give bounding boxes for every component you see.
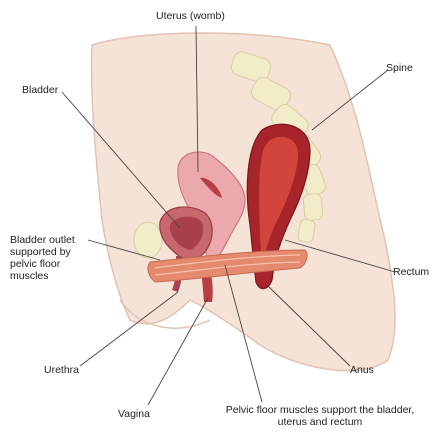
label-spine: Spine [386,62,413,74]
pubic-bone [134,222,162,258]
label-uterus: Uterus (womb) [156,10,225,22]
label-urethra: Urethra [44,364,79,376]
label-rectum: Rectum [393,266,429,278]
label-vagina: Vagina [118,408,150,420]
label-anus: Anus [350,364,374,376]
label-bladder: Bladder [22,84,58,96]
label-bladder-outlet: Bladder outlet supported by pelvic floor… [10,234,75,282]
label-pelvic-floor: Pelvic floor muscles support the bladder… [212,404,428,428]
